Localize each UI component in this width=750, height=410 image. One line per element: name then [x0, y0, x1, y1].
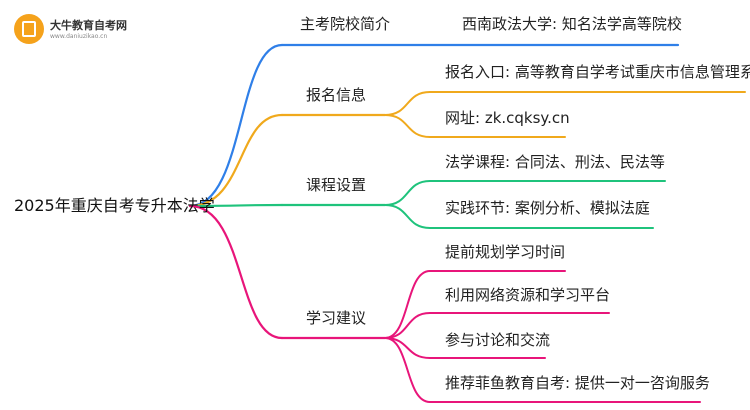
logo-url: www.daniuzikao.cn [50, 33, 108, 40]
branch-connector [188, 113, 284, 208]
leaf-label[interactable]: 西南政法大学: 知名法学高等院校 [462, 15, 682, 33]
logo: 大牛教育自考网 www.daniuzikao.cn [6, 12, 136, 46]
leaf-label[interactable]: 法学课程: 合同法、刑法、民法等 [445, 153, 665, 171]
branch-label[interactable]: 学习建议 [306, 309, 367, 327]
leaf-connector [384, 114, 431, 138]
leaf-label[interactable]: 实践环节: 案例分析、模拟法庭 [445, 199, 650, 217]
leaf-connector [384, 180, 431, 206]
leaf-connector [384, 312, 431, 339]
branch-label[interactable]: 课程设置 [306, 176, 367, 194]
leaf-label[interactable]: 报名入口: 高等教育自学考试重庆市信息管理系统 [445, 63, 750, 81]
branch-connector [188, 43, 284, 208]
leaf-connector [384, 91, 431, 116]
leaf-label[interactable]: 利用网络资源和学习平台 [445, 286, 611, 304]
leaf-connector [384, 270, 431, 339]
leaf-label[interactable]: 网址: zk.cqksy.cn [445, 109, 570, 127]
leaf-label[interactable]: 提前规划学习时间 [445, 243, 566, 261]
branch-label[interactable]: 主考院校简介 [300, 15, 391, 33]
root-topic: 2025年重庆自考专升本法学 [14, 196, 215, 215]
leaf-label[interactable]: 推荐菲鱼教育自考: 提供一对一咨询服务 [445, 374, 710, 392]
branch-connector [188, 204, 284, 340]
leaf-label[interactable]: 参与讨论和交流 [445, 331, 551, 349]
leaf-connector [384, 204, 431, 229]
branch-connector [188, 203, 284, 208]
branch-label[interactable]: 报名信息 [306, 86, 367, 104]
leaf-connector [384, 337, 431, 403]
book-icon [14, 14, 44, 44]
logo-name: 大牛教育自考网 [50, 19, 127, 32]
